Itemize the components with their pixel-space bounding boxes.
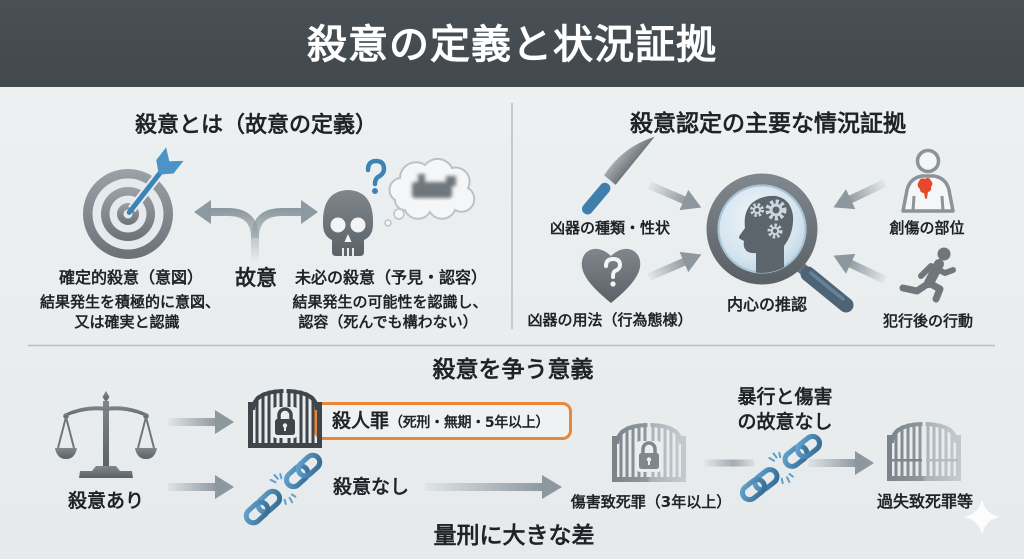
skull-thought-icon <box>322 157 476 256</box>
broken-chain-icon <box>243 452 323 526</box>
target-arrow-icon <box>83 147 184 259</box>
knife-icon <box>582 136 655 215</box>
thought-cloud-icon <box>384 157 476 227</box>
running-person-icon <box>899 247 956 303</box>
gears-icon <box>750 199 787 239</box>
evidence-label-wound-location: 創傷の部位 <box>889 219 965 237</box>
murder-label: 殺人罪（死刑・無期・5年以上） <box>332 410 549 433</box>
definition-heading: 殺意とは（故意の定義） <box>134 113 378 138</box>
locked-gate-icon <box>248 389 322 448</box>
head-silhouette-icon <box>739 195 794 273</box>
arrow-to-murder <box>168 410 234 434</box>
negligent-homicide-label: 過失致死罪等 <box>876 492 974 511</box>
wounded-body-icon <box>901 148 955 213</box>
arrow-to-injury-death <box>425 475 562 499</box>
arrow-heart-to-center <box>647 251 702 281</box>
dolus-eventualis-title: 未必の殺意（予見・認容） <box>294 268 488 287</box>
arrow-to-negligence <box>808 451 874 475</box>
fork-arrow-icon <box>194 200 318 262</box>
no-assault-intent-line-2: の故意なし <box>737 411 833 433</box>
arrow-body-to-center <box>833 179 887 210</box>
murder-penalty: （死刑・無期・5年以上） <box>389 415 550 431</box>
scales-of-justice-icon <box>55 391 157 478</box>
significance-heading: 殺意を争う意義 <box>432 357 594 383</box>
injury-death-label: 傷害致死罪（3年以上） <box>570 493 732 511</box>
connector-line <box>702 459 754 467</box>
direct-intent-title: 確定的殺意（意図） <box>58 268 204 287</box>
evidence-label-weapon-type: 凶器の種類・性状 <box>549 219 671 237</box>
dolus-eventualis-desc-line-2: 認容（死んでも構わない） <box>298 313 478 331</box>
murder-crime-name: 殺人罪 <box>332 410 390 432</box>
murder-highlight-box <box>314 402 572 440</box>
direct-intent-desc-line-2: 又は確実と認識 <box>74 313 180 331</box>
direct-intent-desc-line-1: 結果発生を積極的に意図、 <box>39 293 221 311</box>
evidence-heading: 殺意認定の主要な情況証拠 <box>630 111 906 137</box>
header-bar <box>0 0 1024 87</box>
evidence-label-post-crime-behavior: 犯行後の行動 <box>882 312 974 330</box>
open-gate-icon <box>887 422 961 481</box>
wound-splat-icon <box>917 177 933 199</box>
arrow-to-no-intent <box>168 475 234 499</box>
sparkle-icon <box>964 499 1000 535</box>
no-intent-label: 殺意なし <box>333 476 410 498</box>
skull-icon <box>322 190 374 256</box>
arrow-knife-to-center <box>647 181 702 211</box>
intent-center-label: 故意 <box>235 266 277 290</box>
evidence-center-label: 内心の推認 <box>726 295 808 314</box>
magnifier-head-icon <box>706 173 854 313</box>
page-title: 殺意の定義と状況証拠 <box>307 22 717 68</box>
broken-chain-icon <box>739 433 823 503</box>
heart-question-icon <box>581 248 641 303</box>
arrow-runner-to-center <box>833 253 887 284</box>
no-assault-intent-line-1: 暴行と傷害 <box>737 386 833 408</box>
intent-present-label: 殺意あり <box>67 490 145 512</box>
dolus-eventualis-desc-line-1: 結果発生の可能性を認識し、 <box>292 293 488 311</box>
locked-gate-icon <box>612 423 686 482</box>
significance-footer: 量刑に大きな差 <box>433 523 595 549</box>
question-mark-icon <box>365 158 387 194</box>
evidence-label-weapon-usage: 凶器の用法（行為態様） <box>527 311 693 329</box>
